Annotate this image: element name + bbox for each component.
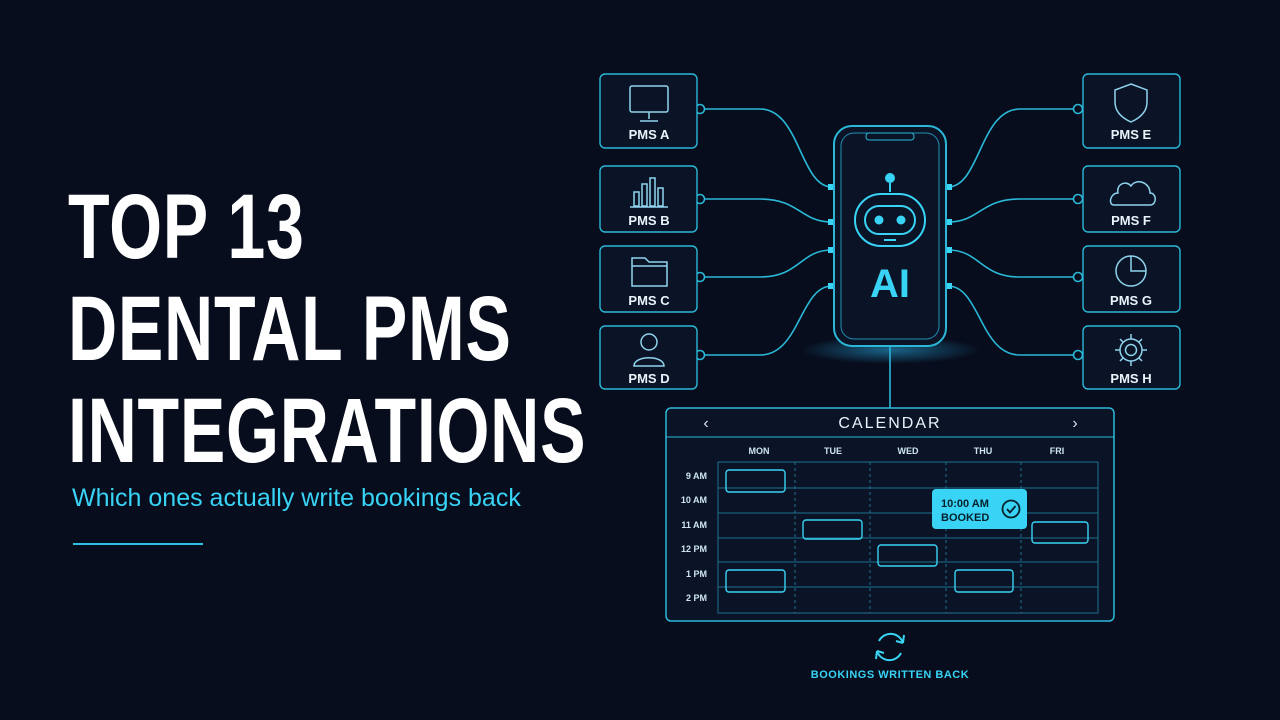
footer-label: BOOKINGS WRITTEN BACK [811, 669, 969, 681]
check-circle-icon [1001, 499, 1021, 519]
booked-status: BOOKED [941, 512, 989, 524]
user-icon [633, 333, 665, 367]
gear-icon [1115, 334, 1147, 366]
day-header: MON [749, 446, 770, 456]
robot-icon [854, 173, 926, 247]
pms-label: PMS D [628, 371, 669, 386]
pms-box-b: PMS B [599, 165, 698, 233]
time-label: 1 PM [686, 569, 707, 579]
pms-label: PMS G [1110, 293, 1152, 308]
calendar-prev-button[interactable]: ‹ [703, 415, 708, 432]
time-label: 2 PM [686, 593, 707, 603]
pms-label: PMS E [1111, 127, 1152, 142]
day-header: THU [974, 446, 993, 456]
pms-box-a: PMS A [599, 73, 698, 149]
appointment-slot[interactable] [802, 519, 863, 540]
subtitle: Which ones actually write bookings back [72, 484, 521, 512]
connector-lines [698, 108, 1080, 408]
pms-box-f: PMS F [1082, 165, 1181, 233]
calendar-day-headers: MON TUE WED THU FRI [749, 446, 1065, 456]
sync-icon [875, 632, 905, 662]
calendar-time-labels: 9 AM 10 AM 11 AM 12 PM 1 PM 2 PM [681, 471, 707, 603]
appointment-slot[interactable] [725, 469, 786, 493]
headline-line-1: TOP 13 [68, 176, 305, 278]
time-label: 12 PM [681, 544, 707, 554]
ai-label: AI [870, 262, 910, 306]
phone-ports [828, 184, 952, 289]
pms-box-d: PMS D [599, 325, 698, 390]
pms-label: PMS B [628, 213, 669, 228]
booked-appointment[interactable]: 10:00 AM BOOKED [932, 489, 1027, 529]
time-label: 10 AM [681, 495, 707, 505]
calendar-grid [717, 461, 1099, 614]
pms-label: PMS F [1111, 213, 1151, 228]
pms-box-h: PMS H [1082, 325, 1181, 390]
bar-chart-icon [630, 177, 668, 208]
appointment-slot[interactable] [1031, 521, 1089, 544]
divider [73, 543, 203, 545]
time-label: 11 AM [681, 520, 707, 530]
pms-box-e: PMS E [1082, 73, 1181, 149]
pms-label: PMS C [628, 293, 670, 308]
pms-box-c: PMS C [599, 245, 698, 313]
appointment-slot[interactable] [877, 544, 938, 567]
shield-icon [1114, 83, 1148, 123]
pms-label: PMS H [1110, 371, 1151, 386]
calendar-slots [725, 469, 1089, 593]
pms-box-g: PMS G [1082, 245, 1181, 313]
day-header: FRI [1050, 446, 1065, 456]
appointment-slot[interactable] [954, 569, 1014, 593]
pie-chart-icon [1115, 255, 1147, 287]
ai-phone [833, 125, 947, 347]
time-label: 9 AM [686, 471, 707, 481]
calendar: ‹ › CALENDAR MON TUE WED THU FRI 9 AM 10… [665, 407, 1115, 622]
monitor-icon [629, 85, 669, 122]
calendar-title: CALENDAR [838, 415, 941, 432]
appointment-slot[interactable] [725, 569, 786, 593]
day-header: TUE [824, 446, 842, 456]
cloud-icon [1109, 181, 1156, 206]
connector-nodes [694, 103, 1084, 361]
day-header: WED [898, 446, 919, 456]
calendar-next-button[interactable]: › [1072, 415, 1077, 432]
folder-icon [631, 257, 668, 287]
booked-time: 10:00 AM [941, 498, 989, 510]
headline-line-2: DENTAL PMS [68, 278, 512, 380]
pms-label: PMS A [629, 127, 670, 142]
